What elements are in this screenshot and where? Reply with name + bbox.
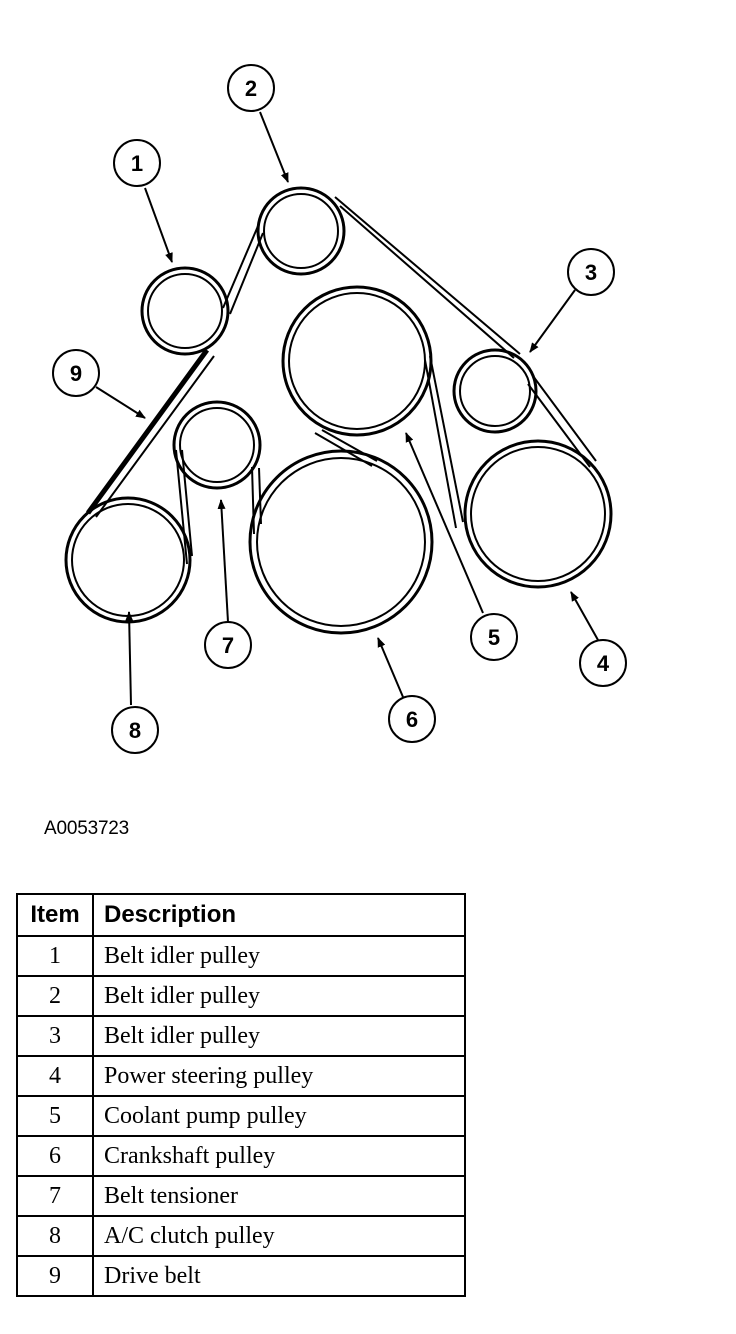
legend-header-description: Description [92, 893, 466, 937]
callout-2: 2 [227, 64, 275, 112]
power-steering-pulley [463, 439, 613, 589]
svg-text:6: 6 [406, 707, 418, 732]
legend-item-description: Belt idler pulley [92, 935, 466, 977]
callout-4: 4 [579, 639, 627, 687]
callout-leaders [95, 111, 599, 706]
table-row: 4 Power steering pulley [16, 1055, 466, 1097]
legend-item-number: 3 [16, 1015, 94, 1057]
legend-item-description: Belt idler pulley [92, 975, 466, 1017]
svg-text:8: 8 [129, 718, 141, 743]
svg-text:2: 2 [245, 76, 257, 101]
svg-text:1: 1 [131, 151, 143, 176]
callout-8: 8 [111, 706, 159, 754]
svg-text:3: 3 [585, 260, 597, 285]
svg-text:4: 4 [597, 651, 610, 676]
callout-5: 5 [470, 613, 518, 661]
svg-text:5: 5 [488, 625, 500, 650]
callout-7: 7 [204, 621, 252, 669]
svg-text:7: 7 [222, 633, 234, 658]
legend-item-number: 8 [16, 1215, 94, 1257]
callout-9: 9 [52, 349, 100, 397]
callout-3: 3 [567, 248, 615, 296]
belt-idler-pulley-2 [256, 186, 346, 276]
coolant-pump-pulley [281, 285, 433, 437]
belt-idler-pulley-1 [140, 266, 230, 356]
legend-item-description: Coolant pump pulley [92, 1095, 466, 1137]
table-row: 6 Crankshaft pulley [16, 1135, 466, 1177]
callout-1: 1 [113, 139, 161, 187]
svg-text:9: 9 [70, 361, 82, 386]
table-row: 1 Belt idler pulley [16, 935, 466, 977]
legend-item-description: Crankshaft pulley [92, 1135, 466, 1177]
belt-idler-pulley-3 [452, 348, 538, 434]
legend-item-number: 1 [16, 935, 94, 977]
belt-tensioner [172, 400, 262, 490]
legend-item-description: Drive belt [92, 1255, 466, 1297]
table-row: 7 Belt tensioner [16, 1175, 466, 1217]
legend-item-number: 9 [16, 1255, 94, 1297]
callout-6: 6 [388, 695, 436, 743]
legend-item-number: 2 [16, 975, 94, 1017]
figure-id: A0053723 [44, 818, 130, 839]
drive-belt [85, 196, 597, 565]
legend-table: Item Description 1 Belt idler pulley 2 B… [16, 893, 466, 1297]
table-row: 2 Belt idler pulley [16, 975, 466, 1017]
table-row: 8 A/C clutch pulley [16, 1215, 466, 1257]
legend-item-description: Power steering pulley [92, 1055, 466, 1097]
legend-item-description: Belt tensioner [92, 1175, 466, 1217]
legend-item-description: Belt idler pulley [92, 1015, 466, 1057]
table-row: 3 Belt idler pulley [16, 1015, 466, 1057]
ac-clutch-pulley [64, 496, 192, 624]
table-row: 5 Coolant pump pulley [16, 1095, 466, 1137]
legend-item-number: 4 [16, 1055, 94, 1097]
legend-item-number: 6 [16, 1135, 94, 1177]
legend-item-number: 7 [16, 1175, 94, 1217]
table-row: 9 Drive belt [16, 1255, 466, 1297]
legend-item-description: A/C clutch pulley [92, 1215, 466, 1257]
legend-header-row: Item Description [16, 893, 466, 937]
crankshaft-pulley [248, 449, 434, 635]
legend-header-item: Item [16, 893, 94, 937]
belt-routing-diagram: 1 2 3 4 5 6 7 8 9 [52, 64, 627, 754]
legend-item-number: 5 [16, 1095, 94, 1137]
